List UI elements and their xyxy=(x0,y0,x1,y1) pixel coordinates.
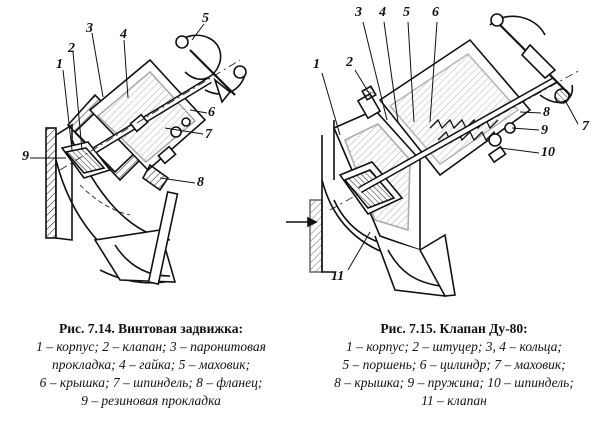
caption-title: Рис. 7.15. Клапан Ду-80: xyxy=(380,321,528,336)
callout-7: 7 xyxy=(582,119,589,134)
callout-8: 8 xyxy=(543,105,550,120)
caption-gate-valve: Рис. 7.14. Винтовая задвижка: 1 – корпус… xyxy=(8,320,294,410)
callout-2: 2 xyxy=(346,55,353,70)
gate-valve-drawing xyxy=(45,34,247,285)
callout-1: 1 xyxy=(313,57,320,72)
caption-line: прокладка; 4 – гайка; 5 – маховик; xyxy=(51,357,251,372)
callout-9: 9 xyxy=(541,123,548,138)
callout-10: 10 xyxy=(541,145,555,160)
callout-7: 7 xyxy=(205,127,212,142)
caption-line: 8 – крышка; 9 – пружина; 10 – шпиндель; xyxy=(334,375,574,390)
caption-line: 5 – поршень; 6 – цилиндр; 7 – маховик; xyxy=(342,357,566,372)
callout-6: 6 xyxy=(208,105,215,120)
callout-4: 4 xyxy=(120,27,127,42)
valve-du80-drawing xyxy=(286,13,581,297)
caption-line: 9 – резиновая прокладка xyxy=(81,393,221,408)
callout-1: 1 xyxy=(56,57,63,72)
caption-title: Рис. 7.14. Винтовая задвижка: xyxy=(59,321,243,336)
caption-line: 1 – корпус; 2 – клапан; 3 – паронитовая xyxy=(36,339,266,354)
callout-2: 2 xyxy=(68,41,75,56)
callout-3: 3 xyxy=(355,5,362,20)
callout-11: 11 xyxy=(331,269,345,284)
callout-4: 4 xyxy=(379,5,386,20)
callout-6: 6 xyxy=(432,5,439,20)
valve-du80-leader-lines xyxy=(321,21,579,271)
caption-line: 6 – крышка; 7 – шпиндель; 8 – фланец; xyxy=(39,375,263,390)
caption-line: 1 – корпус; 2 – штуцер; 3, 4 – кольца; xyxy=(346,339,562,354)
callout-3: 3 xyxy=(86,21,93,36)
callout-9: 9 xyxy=(22,149,29,164)
callout-5: 5 xyxy=(403,5,410,20)
callout-5: 5 xyxy=(202,11,209,26)
callout-8: 8 xyxy=(197,175,204,190)
caption-valve-du80: Рис. 7.15. Клапан Ду-80: 1 – корпус; 2 –… xyxy=(308,320,600,410)
gate-valve-leader-lines xyxy=(30,23,208,184)
caption-line: 11 – клапан xyxy=(421,393,487,408)
